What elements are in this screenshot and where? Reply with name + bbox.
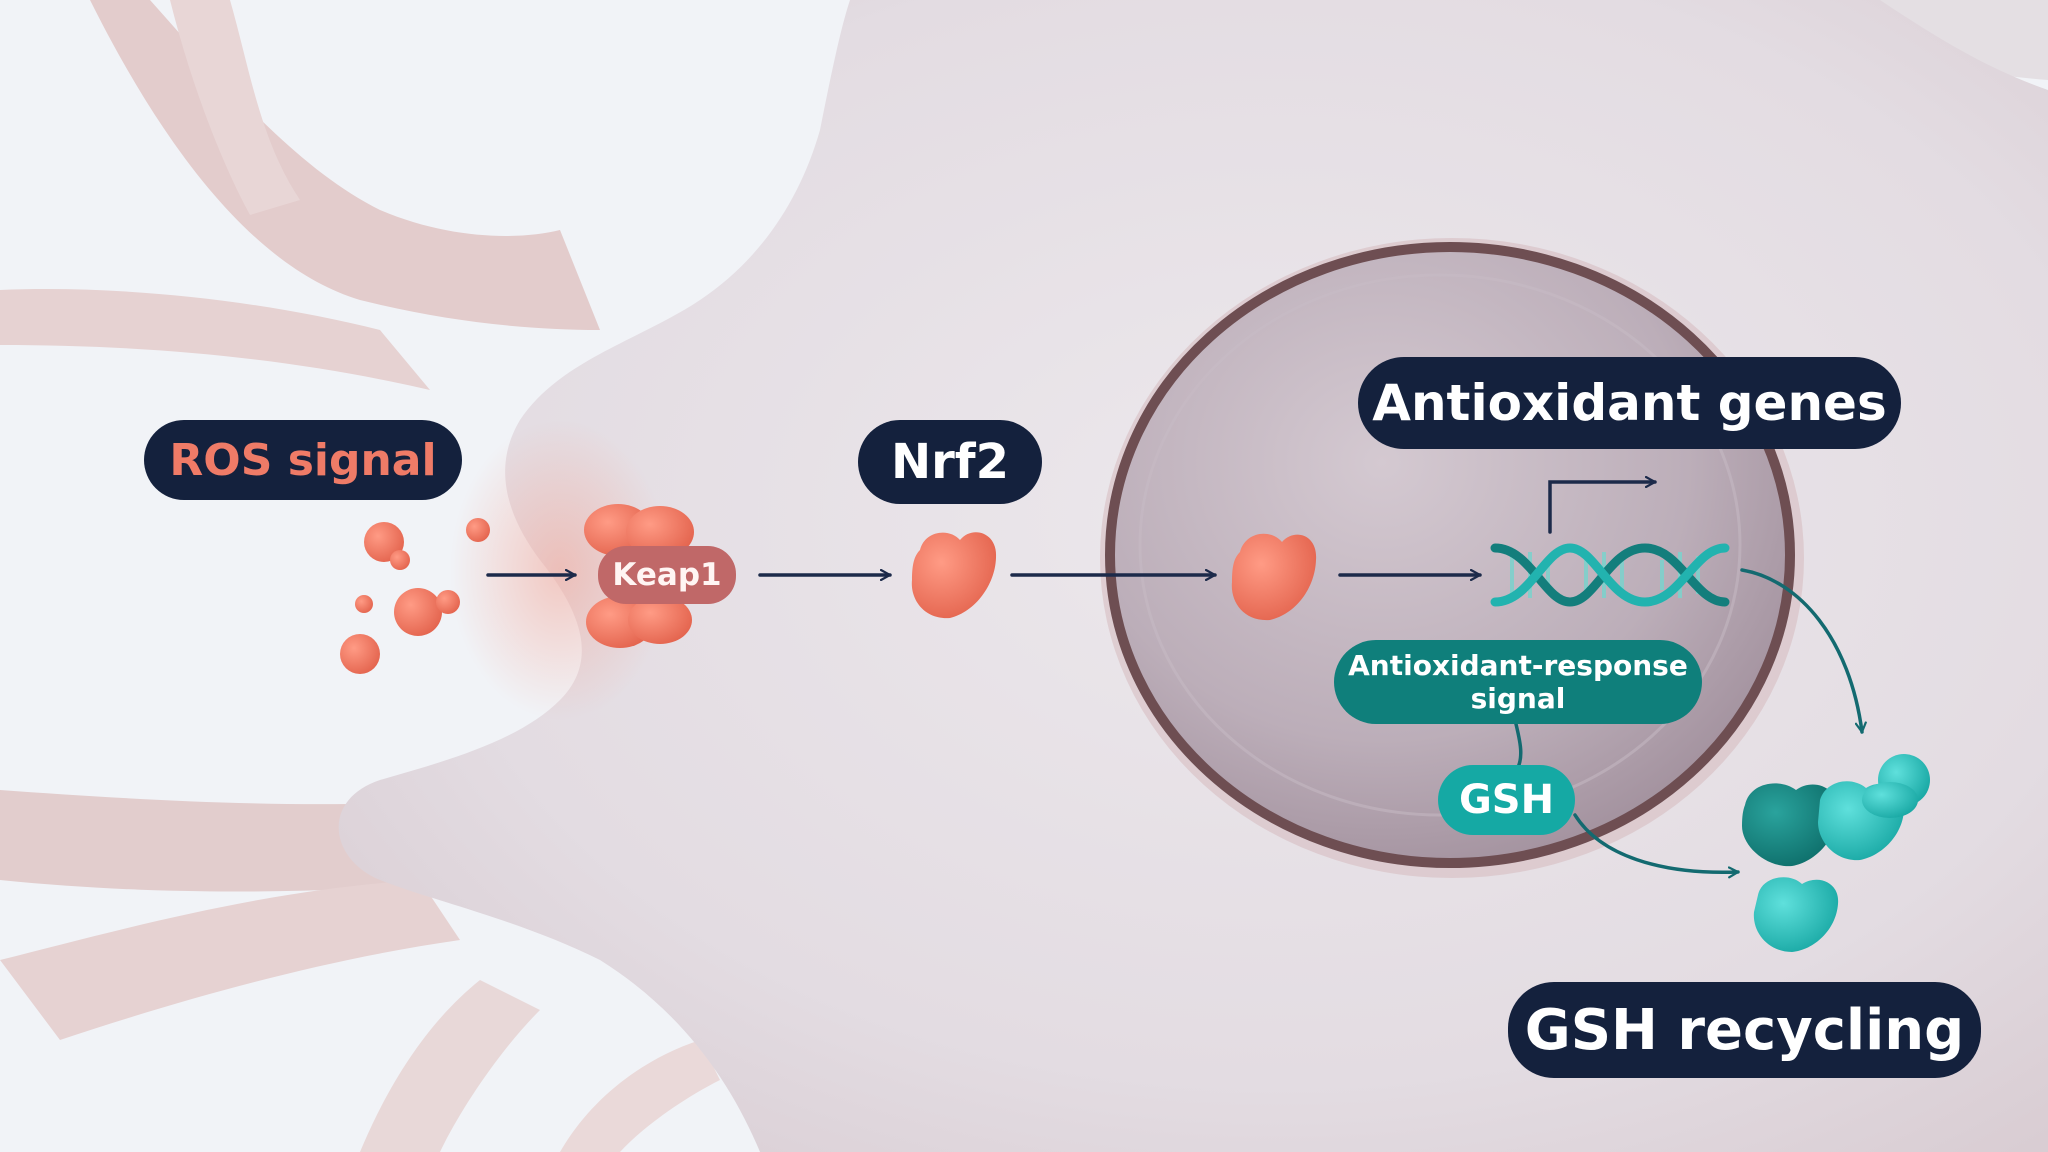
nrf2-protein-icon bbox=[911, 532, 997, 619]
antioxidant-genes-label: Antioxidant genes bbox=[1358, 357, 1901, 449]
are-label-line2: signal bbox=[1470, 682, 1566, 715]
antioxidant-response-signal-label: Antioxidant-response signal bbox=[1334, 640, 1702, 724]
are-label-line1: Antioxidant-response bbox=[1348, 649, 1688, 682]
keap1-label: Keap1 bbox=[598, 546, 736, 604]
keap1-complex-icon bbox=[584, 504, 694, 648]
gsh-label: GSH bbox=[1438, 765, 1575, 835]
ros-signal-label: ROS signal bbox=[144, 420, 462, 500]
gsh-molecule-icon bbox=[1742, 754, 1930, 952]
nrf2-nuclear-protein-icon bbox=[1231, 533, 1317, 621]
dna-helix-icon bbox=[1490, 543, 1730, 607]
ros-molecule-icon bbox=[340, 518, 490, 674]
pathway-arrows bbox=[486, 482, 1657, 575]
gsh-recycling-label: GSH recycling bbox=[1508, 982, 1981, 1078]
nrf2-label: Nrf2 bbox=[858, 420, 1042, 504]
